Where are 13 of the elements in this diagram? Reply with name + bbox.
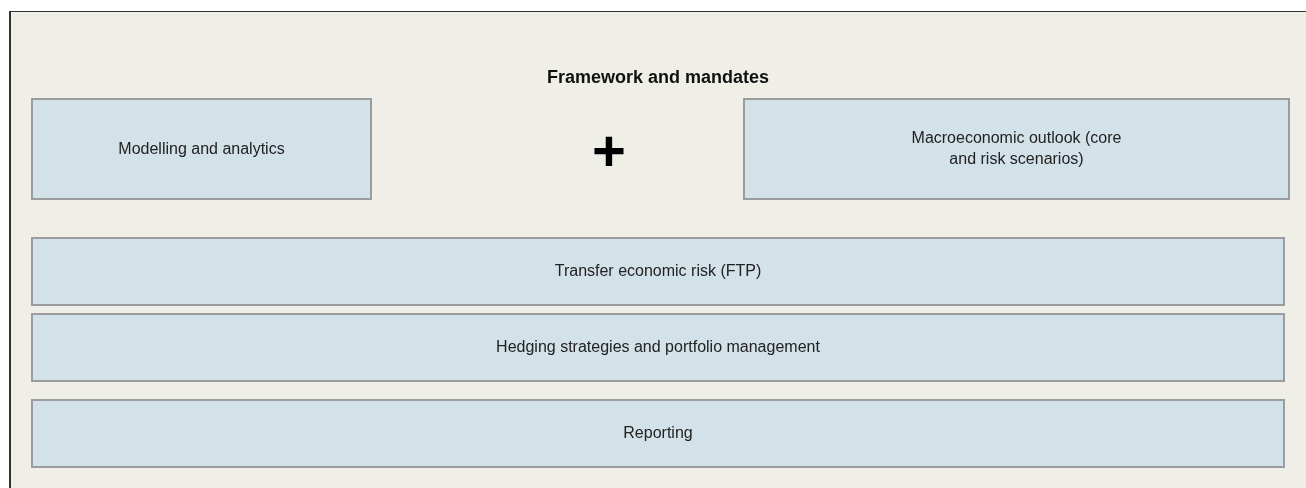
box-label: Transfer economic risk (FTP): [554, 261, 762, 282]
process-box: [743, 98, 1290, 200]
framework-panel: [9, 11, 1306, 488]
plus-sign: +: [591, 122, 627, 180]
process-box: [31, 98, 372, 200]
panel-heading: Framework and mandates: [545, 66, 771, 89]
process-box: [31, 399, 1285, 468]
process-box: [31, 313, 1285, 382]
box-label: Modelling and analytics: [118, 138, 285, 159]
box-label: Hedging strategies and portfolio management: [496, 337, 820, 358]
box-label: Reporting: [623, 423, 693, 444]
box-label: Macroeconomic outlook (core and risk scenarios): [911, 128, 1122, 169]
process-box: [31, 237, 1285, 306]
